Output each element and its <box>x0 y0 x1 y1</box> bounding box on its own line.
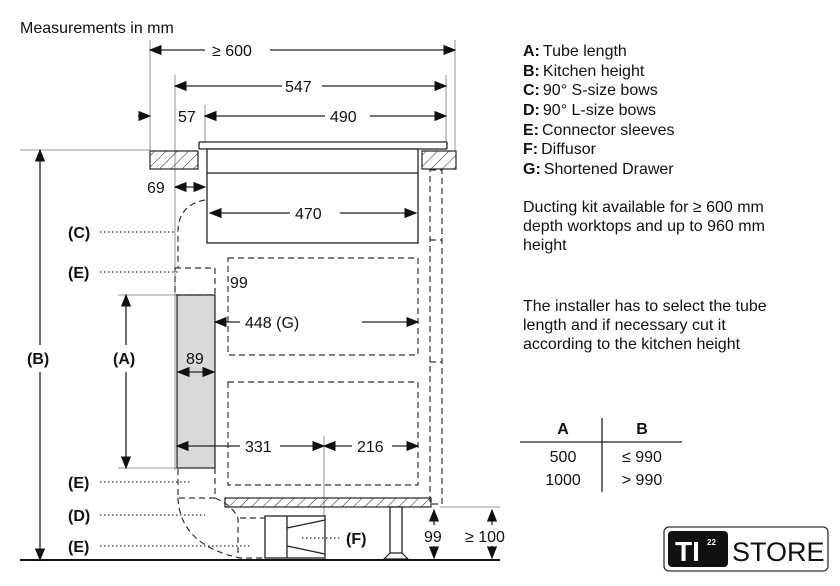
dimension-99-bottom: 99 <box>424 508 442 560</box>
plinth-board <box>224 497 432 508</box>
note-ducting-kit: Ducting kit available for ≥ 600 mm depth… <box>523 199 765 254</box>
svg-text:height: height <box>523 237 567 254</box>
svg-text:E:Connector sleeves: E:Connector sleeves <box>523 122 675 139</box>
svg-text:470: 470 <box>295 206 322 223</box>
svg-text:G:Shortened Drawer: G:Shortened Drawer <box>523 161 674 178</box>
extension-lines <box>20 40 500 560</box>
svg-text:1000: 1000 <box>545 472 581 489</box>
svg-text:99: 99 <box>424 529 442 546</box>
tistore-logo: TI 22 STORE <box>663 526 829 572</box>
svg-text:22: 22 <box>707 538 716 547</box>
dimension-448: 448 (G) <box>213 315 420 332</box>
svg-text:D:90° L-size bows: D:90° L-size bows <box>523 102 656 119</box>
svg-text:448 (G): 448 (G) <box>245 315 299 332</box>
svg-text:≥ 600: ≥ 600 <box>212 43 252 60</box>
svg-text:Ducting kit available for ≥ 60: Ducting kit available for ≥ 600 mm <box>523 199 764 216</box>
svg-text:B: B <box>636 421 648 438</box>
svg-text:B:Kitchen height: B:Kitchen height <box>523 63 645 80</box>
svg-text:depth worktops and up to 960 m: depth worktops and up to 960 mm <box>523 218 765 235</box>
svg-text:TI: TI <box>675 536 700 567</box>
dimension-69: 69 <box>147 180 207 197</box>
svg-text:C:90° S-size bows: C:90° S-size bows <box>523 82 658 99</box>
dimension-600: ≥ 600 <box>148 43 457 60</box>
svg-text:(E): (E) <box>68 265 89 282</box>
svg-text:> 990: > 990 <box>622 472 663 489</box>
worktop <box>149 150 457 170</box>
svg-text:A: A <box>557 421 569 438</box>
svg-text:69: 69 <box>147 180 165 197</box>
leader-labels: (C) (E) (E) (D) (E) (F) <box>68 225 366 556</box>
svg-text:(D): (D) <box>68 508 90 525</box>
svg-text:STORE: STORE <box>732 537 825 567</box>
svg-text:A:Tube length: A:Tube length <box>523 43 627 60</box>
svg-text:length and if necessary cut it: length and if necessary cut it <box>523 317 726 334</box>
dimension-A: (A) <box>113 293 135 470</box>
size-table: A B 500 ≤ 990 1000 > 990 <box>520 418 682 492</box>
svg-text:(C): (C) <box>68 225 90 242</box>
svg-text:(F): (F) <box>346 531 366 548</box>
svg-text:216: 216 <box>357 439 384 456</box>
svg-text:(E): (E) <box>68 475 89 492</box>
drawers <box>227 169 443 505</box>
svg-text:F:Diffusor: F:Diffusor <box>523 141 597 158</box>
diagram-title: Measurements in mm <box>20 20 174 37</box>
svg-text:≤ 990: ≤ 990 <box>622 449 662 466</box>
dimension-216: 216 <box>322 439 420 456</box>
dimension-547: 547 <box>173 79 448 96</box>
hob-unit <box>198 141 448 244</box>
diffusor <box>264 515 342 559</box>
svg-text:57: 57 <box>178 109 196 126</box>
svg-text:≥ 100: ≥ 100 <box>465 529 505 546</box>
ducting <box>174 199 265 559</box>
svg-text:according to the kitchen heigh: according to the kitchen height <box>523 336 741 353</box>
adjustable-foot <box>382 506 410 560</box>
svg-text:490: 490 <box>330 109 357 126</box>
svg-text:500: 500 <box>550 449 577 466</box>
dimension-99-top: 99 <box>230 275 248 292</box>
dimension-100: ≥ 100 <box>465 508 505 560</box>
svg-text:(B): (B) <box>27 351 49 368</box>
svg-text:89: 89 <box>186 351 204 368</box>
svg-text:(A): (A) <box>113 351 135 368</box>
note-installer: The installer has to select the tube len… <box>523 298 767 353</box>
svg-text:331: 331 <box>245 439 272 456</box>
dimension-490: 490 <box>203 109 448 126</box>
svg-text:547: 547 <box>285 79 312 96</box>
dimension-89: 89 <box>176 351 216 378</box>
dimension-B: (B) <box>27 148 49 562</box>
svg-text:(E): (E) <box>68 539 89 556</box>
dimension-331: 331 <box>175 439 326 456</box>
dimension-470: 470 <box>208 206 418 223</box>
svg-text:The installer has to select th: The installer has to select the tube <box>523 298 767 315</box>
legend: A:Tube length B:Kitchen height C:90° S-s… <box>523 43 675 178</box>
